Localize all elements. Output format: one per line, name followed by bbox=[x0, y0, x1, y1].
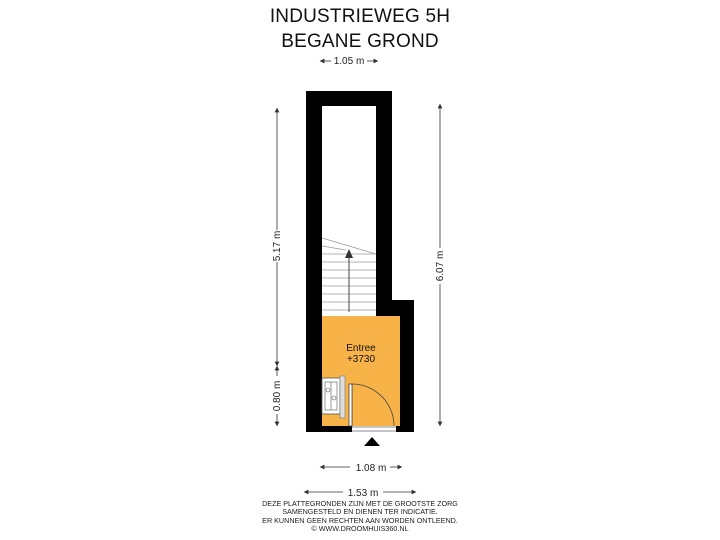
disclaimer-line: SAMENGESTELD EN DIENEN TER INDICATIE. bbox=[282, 507, 438, 517]
dimension-top-width-text: 1.05 m bbox=[334, 56, 365, 67]
stairs-up-arrow-icon bbox=[345, 249, 353, 312]
room-entree-level: +3730 bbox=[347, 354, 376, 365]
door-swing bbox=[348, 383, 395, 427]
disclaimer-line: © WWW.DROOMHUIS360.NL bbox=[311, 524, 409, 534]
dimension-left-upper-text: 5.17 m bbox=[272, 231, 283, 262]
dimension-right-height-text: 6.07 m bbox=[435, 251, 446, 282]
room-entree-label: Entree bbox=[346, 343, 376, 354]
floorplan-address-title: INDUSTRIEWEG 5H bbox=[269, 6, 451, 27]
entrance-arrow-icon bbox=[364, 437, 380, 446]
disclaimer: DEZE PLATTEGRONDEN ZIJN MET DE GROOTSTE … bbox=[200, 499, 520, 534]
dimension-bottom-inner-text: 1.08 m bbox=[356, 463, 387, 474]
dimension-bottom-total-text: 1.53 m bbox=[348, 488, 379, 499]
radiator-icon bbox=[321, 375, 346, 419]
door-opening bbox=[352, 426, 396, 432]
floorplan-floor-title: BEGANE GROND bbox=[281, 31, 439, 52]
stair-landing-wall bbox=[322, 312, 376, 316]
outer-walls bbox=[306, 91, 414, 432]
dimension-left-lower-text: 0.80 m bbox=[272, 381, 283, 412]
disclaimer-line: DEZE PLATTEGRONDEN ZIJN MET DE GROOTSTE … bbox=[262, 499, 458, 508]
disclaimer-line: ER KUNNEN GEEN RECHTEN AAN WORDEN ONTLEE… bbox=[262, 515, 458, 525]
